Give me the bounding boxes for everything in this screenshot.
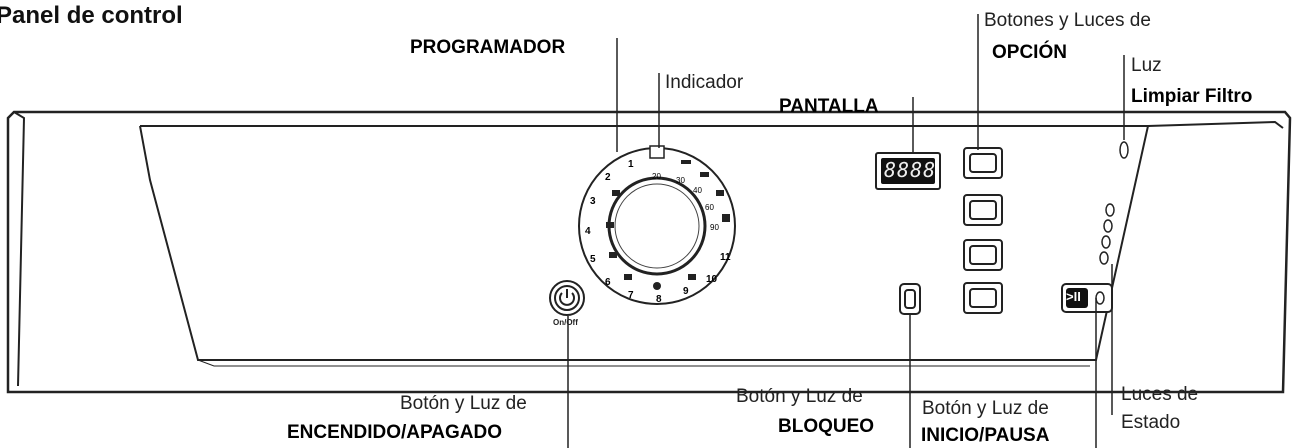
filter-light <box>1119 141 1129 159</box>
leader-lines <box>567 14 1125 448</box>
label-indicador: Indicador <box>665 72 744 93</box>
programmer-dial[interactable]: 1 2 3 4 5 6 7 8 9 10 11 20 30 40 60 90 <box>578 145 736 305</box>
dial-number-6: 6 <box>605 277 611 288</box>
label-pantalla: PANTALLA <box>779 96 879 117</box>
display-value: 8888 <box>884 158 937 182</box>
dial-number-9: 9 <box>683 286 689 297</box>
page-title: Panel de control <box>0 2 183 29</box>
dial-temp-40: 40 <box>693 186 702 195</box>
display <box>875 152 941 190</box>
label-inicio-line1: Botón y Luz de <box>922 398 1049 419</box>
dial-number-4: 4 <box>585 226 591 237</box>
dial-indicator-mark <box>649 145 665 159</box>
status-lights <box>1099 203 1115 265</box>
dial-temp-60: 60 <box>705 203 714 212</box>
dial-temp-30: 30 <box>676 176 685 185</box>
label-filtro-line1: Luz <box>1131 55 1162 76</box>
dial-number-5: 5 <box>590 254 596 265</box>
on-off-button[interactable] <box>549 280 585 316</box>
label-encendido-line2: ENCENDIDO/APAGADO <box>287 422 502 443</box>
label-estado-line2: Estado <box>1121 412 1181 433</box>
dial-number-3: 3 <box>590 196 596 207</box>
label-bloqueo-line1: Botón y Luz de <box>736 386 863 407</box>
dial-number-2: 2 <box>605 172 611 183</box>
dial-number-8: 8 <box>656 294 662 305</box>
panel-body <box>6 110 1292 394</box>
dial-number-7: 7 <box>628 290 634 301</box>
label-filtro-line2: Limpiar Filtro <box>1131 86 1253 107</box>
label-bloqueo-line2: BLOQUEO <box>778 416 875 437</box>
dial-number-1: 1 <box>628 159 634 170</box>
label-encendido-line1: Botón y Luz de <box>400 393 527 414</box>
label-programador: PROGRAMADOR <box>410 37 566 58</box>
dial-symbols <box>606 160 730 290</box>
label-inicio-line2: INICIO/PAUSA <box>921 425 1050 446</box>
start-pause-symbol: >II <box>1066 289 1081 304</box>
dial-number-10: 10 <box>706 274 718 285</box>
lock-button[interactable] <box>899 283 921 315</box>
start-pause-button[interactable] <box>1061 283 1113 313</box>
label-estado-line1: Luces de <box>1121 384 1199 405</box>
label-opcion-line2: OPCIÓN <box>992 42 1067 63</box>
dial-temp-20: 20 <box>652 172 661 181</box>
option-buttons[interactable] <box>963 147 1003 314</box>
dial-temp-90: 90 <box>710 223 719 232</box>
dial-number-11: 11 <box>720 252 731 263</box>
on-off-caption: On/Off <box>553 318 578 327</box>
label-opcion-line1: Botones y Luces de <box>984 10 1151 31</box>
